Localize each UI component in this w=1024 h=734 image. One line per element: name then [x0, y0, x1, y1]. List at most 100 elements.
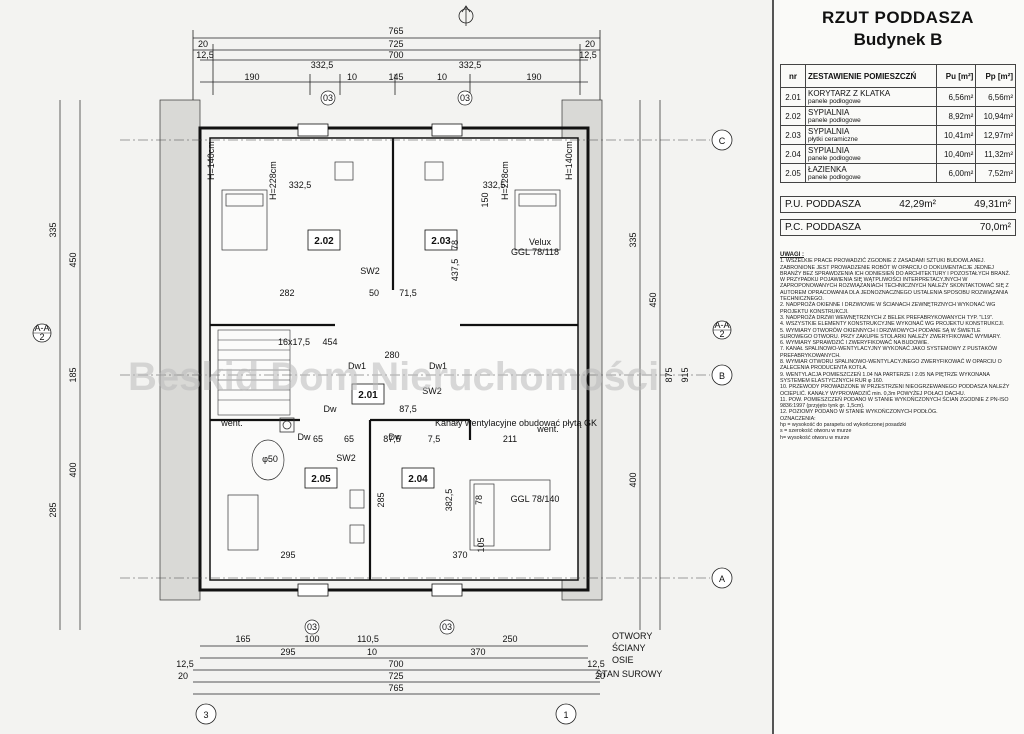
height-label: H=140cm [206, 141, 216, 180]
bottom-dim: 12,5 [587, 659, 605, 669]
top-dim: 20 [198, 39, 208, 49]
bottom-dim: 110,5 [357, 634, 379, 644]
header-pp: Pp [m²] [975, 64, 1016, 88]
door-tag: Dw [389, 432, 402, 442]
row-name: ŁAZIENKA [808, 165, 847, 174]
row-finish: panele podłogowe [808, 98, 861, 105]
section-label: A-A [714, 320, 729, 330]
bed-icon [469, 479, 551, 551]
room-tag-box [401, 467, 435, 489]
bottom-dim: 20 [595, 671, 605, 681]
room-dim: 370 [452, 550, 467, 560]
row-legend: OSIE [612, 655, 634, 665]
window-openings [297, 123, 463, 597]
row-name: KORYTARZ Z KLATKA [808, 89, 891, 98]
plan-dim: 382,5 [444, 489, 454, 512]
plan-dim: 71,5 [399, 288, 417, 298]
interior-walls [210, 138, 578, 580]
room-tag-box [424, 229, 458, 251]
plan-dim: 7,5 [428, 434, 441, 444]
plan-dim: 280 [384, 350, 399, 360]
row-nr: 2.05 [780, 163, 806, 183]
window-tag-icon [304, 90, 473, 635]
plan-dim: 78 [450, 240, 460, 250]
axis-b-icon [711, 364, 733, 386]
stair-dim: 454 [322, 337, 337, 347]
total-area-label: P.C. PODDASZA [785, 222, 861, 233]
diameter-label: φ50 [262, 454, 278, 464]
total-area-row: P.C. PODDASZA 70,0m² [780, 219, 1016, 236]
header-name: ZESTAWIENIE POMIESZCZŃ [805, 64, 937, 88]
row-pu: 8,92m² [935, 106, 977, 126]
room-label-2-05: 2.05 [311, 474, 331, 485]
plan-dim: 437,5 [450, 259, 460, 282]
row-name: SYPIALNIA [808, 127, 850, 136]
axis-c-label: C [719, 136, 726, 146]
right-dim: 875 [664, 367, 674, 382]
row-legend: OTWORY [612, 631, 652, 641]
plan-dim: 65 [313, 434, 323, 444]
note-item: OZNACZENIA: [780, 415, 816, 422]
note-item: 11. POW. POMIESZCZEŃ PODANO W STANIE WYK… [780, 396, 1009, 410]
toilet-icon [349, 489, 365, 544]
right-dim: 450 [648, 292, 658, 307]
title-block: RZUT PODDASZA Budynek B [778, 4, 1018, 60]
stair-dim: 16x17,5 [278, 337, 310, 347]
axis-1-label: 1 [563, 710, 568, 720]
plan-dim: 282 [279, 288, 294, 298]
room-label-2-03: 2.03 [431, 236, 451, 247]
height-label: H=228cm [268, 161, 278, 200]
window-tag: 03 [460, 93, 470, 103]
vent-label: went. [536, 424, 559, 434]
building-title: Budynek B [853, 30, 943, 49]
top-total-dim: 765 [388, 26, 403, 36]
total-area-value: 70,0m² [979, 222, 1011, 233]
bottom-dim: 10 [367, 647, 377, 657]
top-dim: 20 [585, 39, 595, 49]
row-pp: 12,97m² [975, 125, 1016, 145]
row-finish: panele podłogowe [808, 155, 861, 162]
top-dimension-lines [192, 30, 601, 100]
row-finish: płytki ceramiczne [808, 136, 858, 143]
plan-dim: 65 [344, 434, 354, 444]
note-item: 3. NADPROŻA DRZWI WEWNĘTRZNYCH Z BELEK P… [780, 314, 994, 321]
door-tag: Dw [298, 432, 311, 442]
room-label-2-02: 2.02 [314, 236, 334, 247]
row-pu: 6,00m² [935, 163, 977, 183]
row-pu: 10,40m² [935, 144, 977, 164]
row-pp: 10,94m² [975, 106, 1016, 126]
note-item: 1. WSZELKIE PRACE PROWADZIĆ ZGODNIE Z ZA… [780, 258, 1011, 303]
top-dim: 332,5 [311, 60, 334, 70]
axis-b-label: B [719, 371, 725, 381]
top-dim: 725 [388, 39, 403, 49]
chair-icon [334, 161, 444, 181]
bed-icon [221, 189, 268, 251]
window-tag: 03 [307, 622, 317, 632]
bottom-dim: 12,5 [176, 659, 194, 669]
row-nr: 2.03 [780, 125, 806, 145]
note-item: h= wysokość otworu w murze [780, 434, 850, 441]
notes-block: UWAGI : 1. WSZELKIE PRACE PROWADZIĆ ZGOD… [780, 252, 1014, 441]
bottom-dimension-lines [193, 645, 600, 695]
right-dim: 915 [680, 367, 690, 382]
left-dim: 450 [68, 252, 78, 267]
top-dim: 700 [388, 50, 403, 60]
height-label: H=228cm [500, 161, 510, 200]
row-legend: STAN SUROWY [596, 669, 662, 679]
note-item: 10. PRZEWODY PROWADZONE W PRZESTRZENI NI… [780, 384, 1010, 397]
side-dimension-lines [59, 100, 661, 630]
plan-dim: 105 [476, 537, 486, 552]
note-ventilation: Kanały wentylacyjne obudować płytą GK [435, 418, 597, 428]
door-tag: Dw1 [348, 361, 366, 371]
top-dim: 190 [244, 72, 259, 82]
note-item: 9. WENTYLACJA POMIESZCZEŃ 1.04 NA PARTER… [780, 371, 990, 384]
bathtub-icon [227, 439, 285, 551]
door-tag: SW2 [360, 266, 380, 276]
section-number: 2 [719, 329, 724, 339]
